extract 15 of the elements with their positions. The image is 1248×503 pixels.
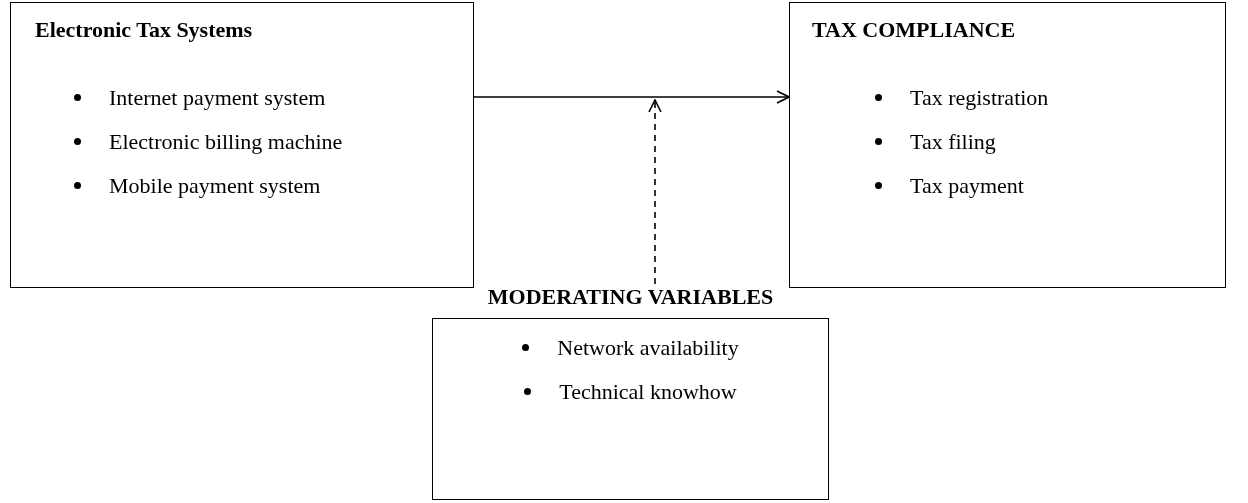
bullet-item: Tax payment	[910, 173, 1024, 198]
concept-box	[789, 2, 1226, 288]
dashed-arrow	[648, 99, 662, 285]
bullet-item: Technical knowhow	[559, 379, 737, 404]
bullet-item: Electronic billing machine	[109, 129, 343, 154]
bullet-item: Tax registration	[910, 85, 1049, 110]
box-heading: Electronic Tax Systems	[35, 17, 253, 43]
bullet-item: Tax filing	[910, 129, 996, 154]
concept-box	[10, 2, 474, 288]
bullet-item: Mobile payment system	[109, 173, 321, 198]
bullet-item: Internet payment system	[109, 85, 326, 110]
bullet-item: Network availability	[557, 335, 739, 360]
box-heading: MODERATING VARIABLES	[486, 284, 775, 310]
arrow	[473, 90, 790, 104]
box-heading: TAX COMPLIANCE	[812, 17, 1016, 43]
